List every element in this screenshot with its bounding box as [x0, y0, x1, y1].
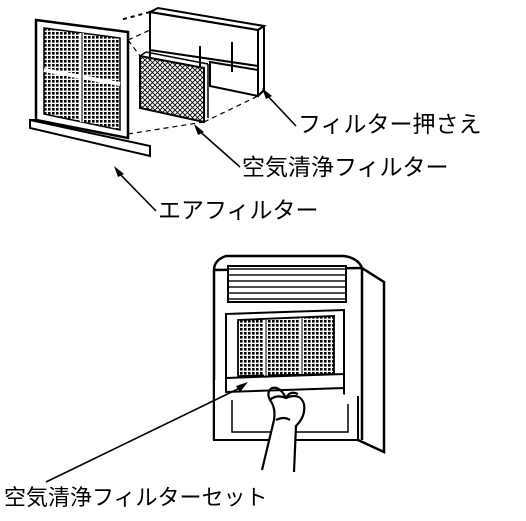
arrowheads-top [114, 88, 272, 177]
filter-set-drawing [225, 315, 345, 394]
leader-lines-top [115, 91, 297, 212]
label-air-purifying-filter-set: 空気清浄フィルターセット [4, 486, 268, 511]
leader-line-bottom [45, 382, 248, 483]
filter-holder-frame [119, 6, 267, 98]
label-air-filter: エアフィルター [158, 198, 319, 224]
label-filter-holder: フィルター押さえ [298, 112, 482, 138]
guide-lines [127, 29, 259, 135]
hand-drawing [260, 386, 306, 473]
air-purifying-filter-drawing [139, 51, 209, 124]
air-filter-drawing [29, 18, 151, 158]
label-air-purifying-filter: 空気清浄フィルター [242, 155, 449, 181]
